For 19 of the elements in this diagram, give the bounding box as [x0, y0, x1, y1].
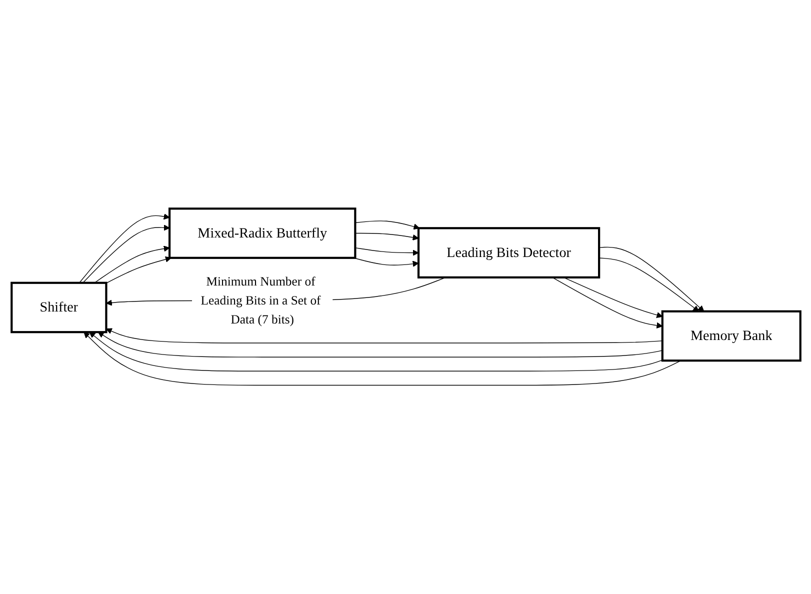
node-box	[168, 208, 356, 259]
arrow	[83, 332, 681, 386]
arrow	[598, 258, 699, 312]
arrow	[88, 332, 662, 372]
arrow	[82, 224, 170, 284]
block-diagram: Minimum Number of Leading Bits in a Set of Data (7 bits) Shifter Mixed-Radix Butterfly Leading Bits Detector Memory Bank	[6, 203, 806, 391]
arrow	[94, 246, 170, 284]
node-box	[416, 227, 600, 279]
arrow	[552, 277, 662, 329]
arrow	[97, 332, 662, 358]
arrow	[354, 232, 418, 241]
arrow	[354, 248, 418, 256]
arrow	[105, 328, 662, 344]
arrow	[598, 246, 704, 312]
arrow	[105, 256, 171, 284]
node-box	[660, 310, 801, 362]
arrow	[354, 220, 420, 230]
node-box	[10, 282, 107, 334]
arrow	[78, 214, 170, 284]
